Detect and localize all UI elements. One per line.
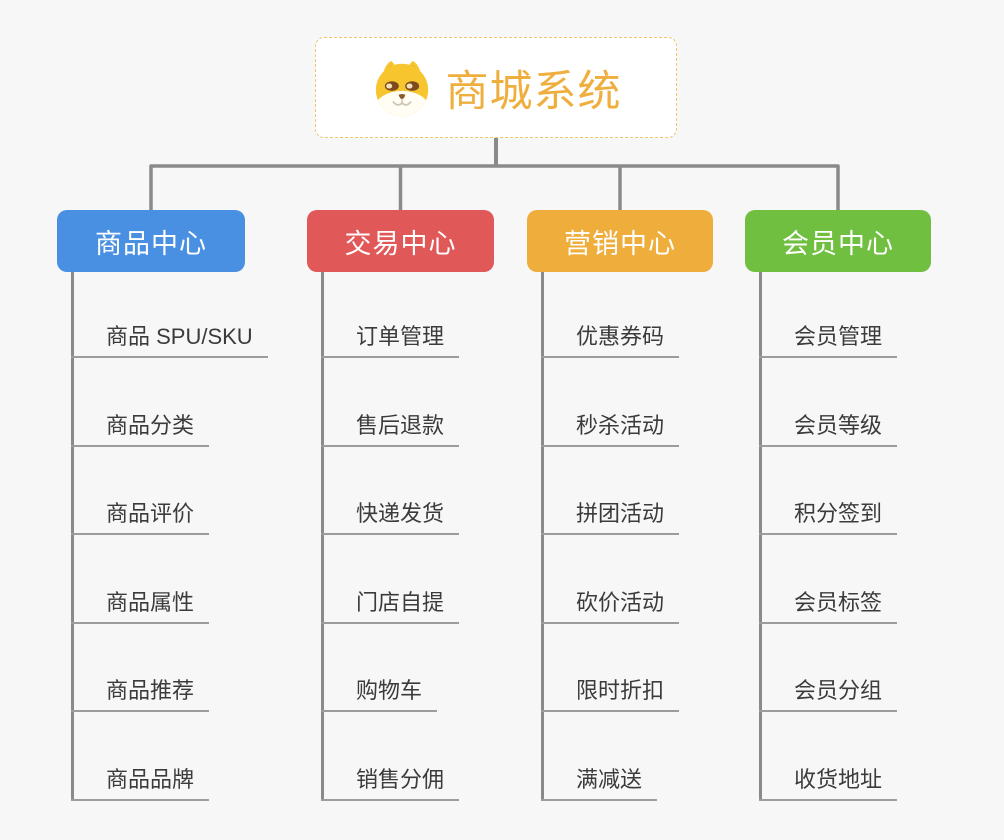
branch-node[interactable]: 商品中心: [57, 210, 245, 272]
root-node[interactable]: 商城系统: [315, 37, 677, 138]
branch-node[interactable]: 营销中心: [527, 210, 713, 272]
leaf-item[interactable]: 积分签到: [759, 489, 898, 536]
leaf-item[interactable]: 销售分佣: [321, 755, 460, 801]
leaf-item[interactable]: 满减送: [541, 755, 658, 801]
leaf-item[interactable]: 限时折扣: [541, 666, 680, 713]
leaf-item[interactable]: 订单管理: [321, 312, 460, 358]
leaf-item[interactable]: 拼团活动: [541, 489, 680, 536]
leaf-item[interactable]: 收货地址: [759, 755, 898, 801]
leaf-item[interactable]: 门店自提: [321, 578, 460, 624]
leaf-item[interactable]: 商品品牌: [71, 755, 210, 801]
root-title: 商城系统: [445, 67, 622, 116]
leaf-item[interactable]: 售后退款: [321, 401, 460, 447]
leaf-item[interactable]: 商品推荐: [71, 666, 210, 713]
leaf-item[interactable]: 优惠券码: [541, 312, 680, 358]
leaf-item[interactable]: 会员分组: [759, 666, 898, 713]
leaf-item[interactable]: 商品分类: [71, 401, 210, 447]
leaf-item[interactable]: 会员管理: [759, 312, 898, 358]
leaf-item[interactable]: 砍价活动: [541, 578, 680, 624]
leaf-item[interactable]: 商品 SPU/SKU: [71, 312, 268, 358]
leaf-item[interactable]: 快递发货: [321, 489, 460, 536]
branch-node[interactable]: 会员中心: [745, 210, 931, 272]
leaf-item[interactable]: 商品属性: [71, 578, 210, 624]
leaf-item[interactable]: 购物车: [321, 666, 438, 713]
leaf-item[interactable]: 商品评价: [71, 489, 210, 536]
dog-face-icon: [375, 60, 428, 116]
leaf-item[interactable]: 秒杀活动: [541, 401, 680, 447]
leaf-item[interactable]: 会员标签: [759, 578, 898, 624]
branch-node[interactable]: 交易中心: [307, 210, 494, 272]
leaf-item[interactable]: 会员等级: [759, 401, 898, 447]
